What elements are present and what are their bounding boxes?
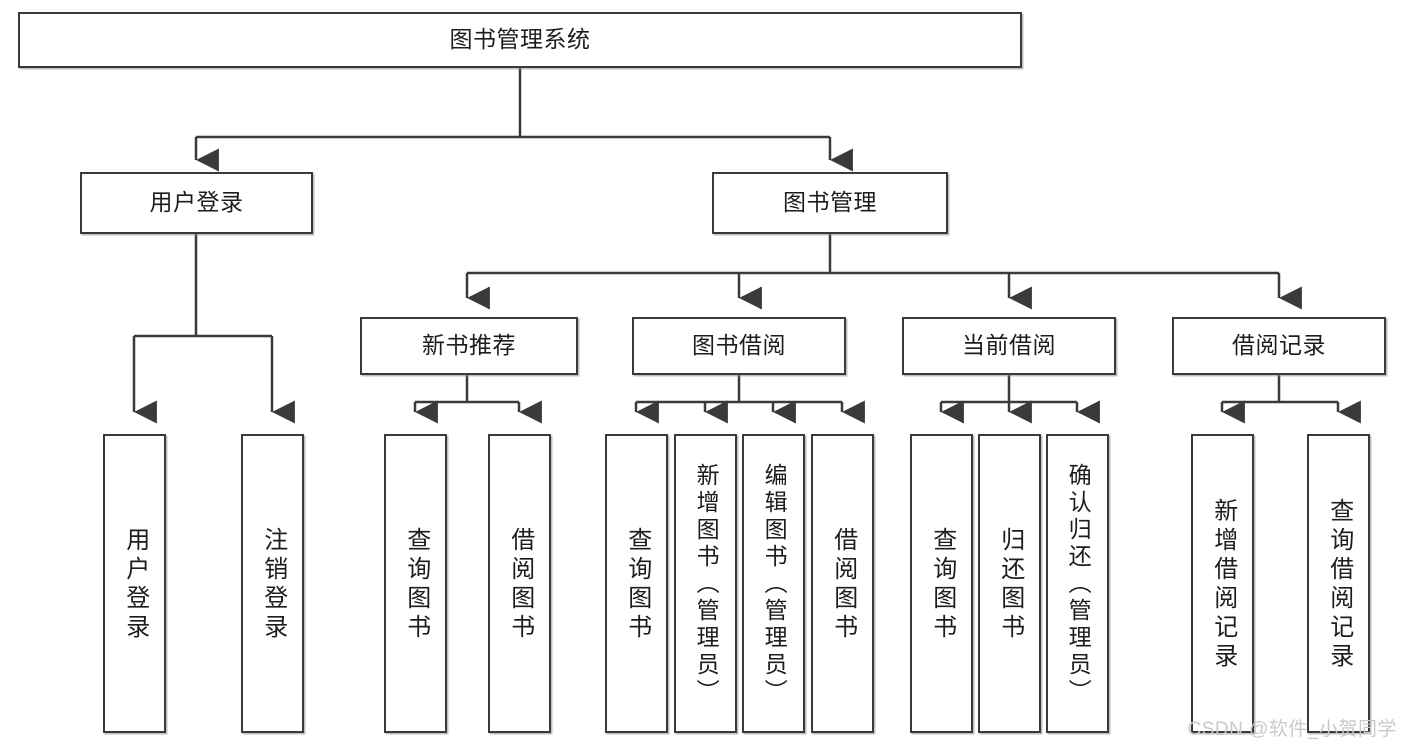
node-new-book-recommend-label: 新书推荐 — [422, 332, 516, 359]
node-root-book-management-system[interactable]: 图书管理系统 — [18, 12, 1022, 68]
leaf-borrow-record-add-label: 新增借阅记录 — [1209, 497, 1237, 672]
node-book-borrow[interactable]: 图书借阅 — [632, 317, 846, 375]
leaf-book-borrow-borrow[interactable]: 借阅图书 — [811, 434, 874, 733]
leaf-current-borrow-return-label: 归还图书 — [996, 526, 1024, 643]
leaf-book-borrow-add[interactable]: 新增图书（管理员） — [674, 434, 737, 733]
leaf-book-borrow-query-label: 查询图书 — [623, 526, 651, 643]
node-root-label: 图书管理系统 — [449, 26, 591, 53]
node-book-management-label: 图书管理 — [783, 189, 877, 216]
leaf-new-book-borrow-label: 借阅图书 — [506, 526, 534, 643]
leaf-current-borrow-return[interactable]: 归还图书 — [978, 434, 1041, 733]
leaf-current-borrow-query[interactable]: 查询图书 — [910, 434, 973, 733]
node-user-login[interactable]: 用户登录 — [80, 172, 313, 234]
node-book-management[interactable]: 图书管理 — [712, 172, 948, 234]
node-current-borrow[interactable]: 当前借阅 — [902, 317, 1116, 375]
leaf-book-borrow-edit[interactable]: 编辑图书（管理员） — [742, 434, 805, 733]
leaf-current-borrow-confirm-label: 确认归还（管理员） — [1065, 463, 1092, 706]
leaf-book-borrow-add-label: 新增图书（管理员） — [693, 463, 720, 706]
leaf-borrow-record-add[interactable]: 新增借阅记录 — [1191, 434, 1254, 733]
leaf-book-borrow-query[interactable]: 查询图书 — [605, 434, 668, 733]
leaf-user-login-logout-label: 注销登录 — [259, 526, 287, 643]
node-current-borrow-label: 当前借阅 — [962, 332, 1056, 359]
leaf-current-borrow-query-label: 查询图书 — [928, 526, 956, 643]
leaf-new-book-borrow[interactable]: 借阅图书 — [488, 434, 551, 733]
node-borrow-record-label: 借阅记录 — [1232, 332, 1326, 359]
leaf-user-login-login-label: 用户登录 — [121, 526, 149, 643]
csdn-watermark: CSDN @软件_小贺同学 — [1187, 719, 1397, 740]
leaf-new-book-query[interactable]: 查询图书 — [384, 434, 447, 733]
leaf-book-borrow-borrow-label: 借阅图书 — [829, 526, 857, 643]
leaf-borrow-record-query-label: 查询借阅记录 — [1325, 497, 1353, 672]
leaf-new-book-query-label: 查询图书 — [402, 526, 430, 643]
leaf-current-borrow-confirm[interactable]: 确认归还（管理员） — [1046, 434, 1109, 733]
leaf-book-borrow-edit-label: 编辑图书（管理员） — [761, 463, 788, 706]
node-new-book-recommend[interactable]: 新书推荐 — [360, 317, 578, 375]
leaf-borrow-record-query[interactable]: 查询借阅记录 — [1307, 434, 1370, 733]
node-book-borrow-label: 图书借阅 — [692, 332, 786, 359]
node-user-login-label: 用户登录 — [149, 189, 244, 216]
leaf-user-login-login[interactable]: 用户登录 — [103, 434, 166, 733]
node-borrow-record[interactable]: 借阅记录 — [1172, 317, 1386, 375]
leaf-user-login-logout[interactable]: 注销登录 — [241, 434, 304, 733]
